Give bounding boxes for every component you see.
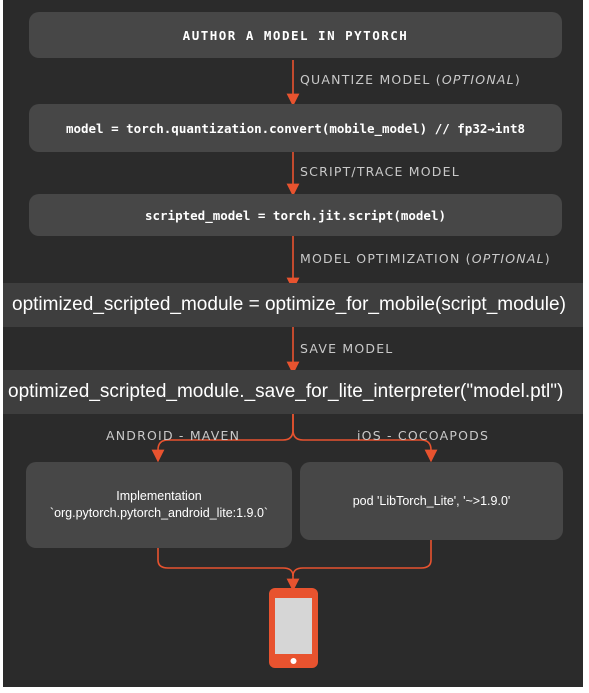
optimize-code-box: optimized_scripted_module = optimize_for…	[3, 283, 583, 327]
script-trace-label-text: SCRIPT/TRACE MODEL	[300, 164, 460, 179]
android-dependency-line2: `org.pytorch.pytorch_android_lite:1.9.0`	[49, 506, 269, 520]
phone-icon	[269, 588, 318, 668]
optimization-label-prefix: MODEL OPTIMIZATION (	[300, 251, 472, 266]
ios-cocoapods-label-text: iOS - COCOAPODS	[357, 428, 490, 443]
author-model-box: AUTHOR A MODEL IN PYTORCH	[29, 12, 562, 58]
android-maven-label: ANDROID - MAVEN	[106, 428, 240, 443]
android-dependency-box: Implementation `org.pytorch.pytorch_andr…	[26, 462, 292, 548]
quantize-code-text: model = torch.quantization.convert(mobil…	[65, 120, 526, 136]
connector-arrows	[151, 60, 438, 668]
ios-dependency-text: pod 'LibTorch_Lite', '~>1.9.0'	[352, 493, 511, 508]
connector-android-to-device	[157, 548, 300, 592]
arrow-save-to-ios	[292, 412, 438, 463]
connector-ios-to-device	[292, 540, 432, 577]
quantize-label-suffix: )	[514, 72, 521, 87]
save-code-box: optimized_scripted_module._save_for_lite…	[3, 370, 583, 414]
ios-dependency-box: pod 'LibTorch_Lite', '~>1.9.0'	[300, 462, 563, 540]
quantize-label-optional: OPTIONAL	[441, 72, 515, 87]
android-maven-label-text: ANDROID - MAVEN	[106, 428, 241, 443]
model-optimization-label: MODEL OPTIMIZATION (OPTIONAL)	[300, 251, 551, 266]
quantize-label: QUANTIZE MODEL (OPTIONAL)	[300, 72, 521, 87]
save-model-label: SAVE MODEL	[300, 341, 393, 356]
arrow-save-to-android	[151, 412, 294, 463]
optimization-label-suffix: )	[544, 251, 551, 266]
quantize-code-box: model = torch.quantization.convert(mobil…	[29, 104, 562, 152]
script-trace-label: SCRIPT/TRACE MODEL	[300, 164, 460, 179]
quantize-label-prefix: QUANTIZE MODEL (	[300, 72, 442, 87]
optimization-label-optional: OPTIONAL	[471, 251, 545, 266]
author-model-text: AUTHOR A MODEL IN PYTORCH	[182, 27, 409, 43]
ios-cocoapods-label: iOS - COCOAPODS	[357, 428, 489, 443]
android-dependency-line1: Implementation	[116, 489, 202, 504]
optimize-code-text: optimized_scripted_module = optimize_for…	[12, 294, 566, 315]
save-model-label-text: SAVE MODEL	[300, 341, 394, 356]
script-code-text: scripted_model = torch.jit.script(model)	[144, 207, 447, 223]
save-code-text: optimized_scripted_module._save_for_lite…	[8, 381, 564, 402]
diagram-canvas: AUTHOR A MODEL IN PYTORCH QUANTIZE MODEL…	[3, 0, 583, 687]
script-code-box: scripted_model = torch.jit.script(model)	[29, 194, 562, 236]
